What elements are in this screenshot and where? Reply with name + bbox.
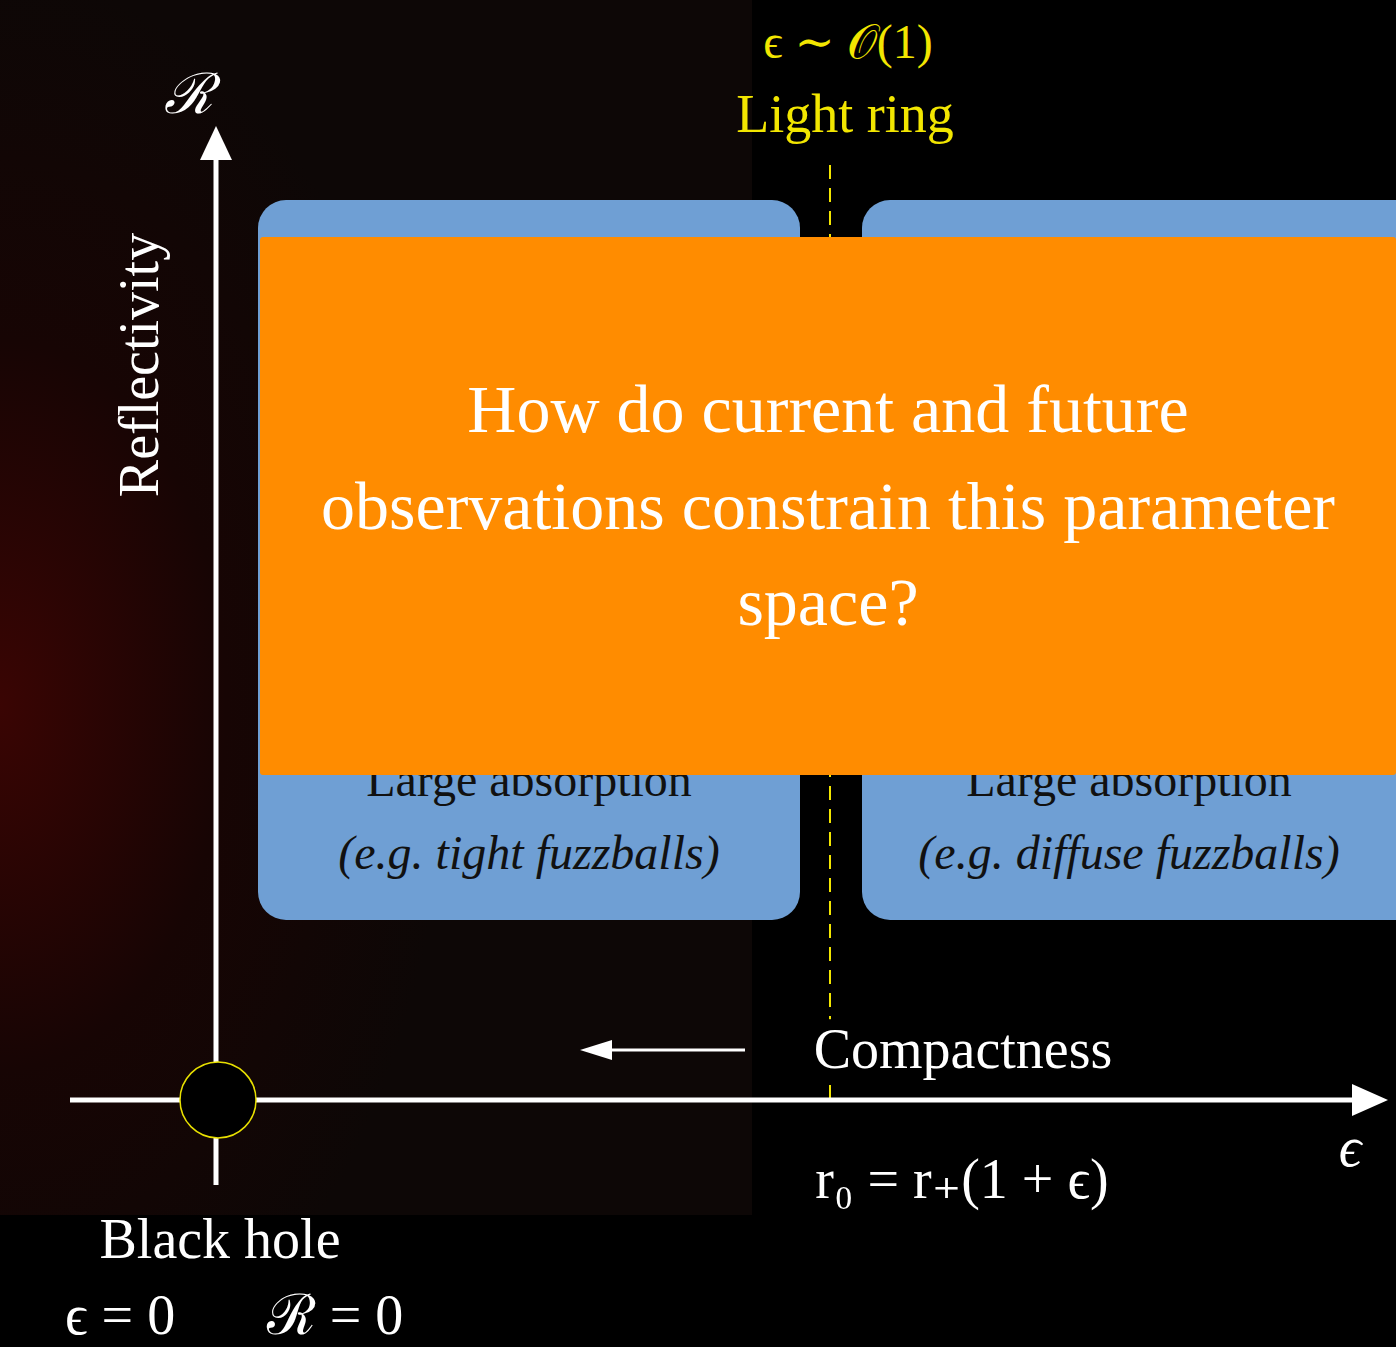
- light-ring-label: Light ring: [736, 85, 953, 144]
- order-label: ϵ ∼ 𝒪(1): [763, 16, 933, 69]
- box-example: (e.g. tight fuzzballs): [338, 825, 719, 880]
- x-axis-head: [1352, 1084, 1388, 1116]
- compactness-head: [580, 1040, 612, 1060]
- question-box: How do current and future observations c…: [260, 237, 1396, 775]
- axis-note: Compactness: [808, 1019, 1119, 1081]
- y-axis-head: [200, 126, 232, 160]
- axis-title: Reflectivity: [109, 233, 171, 497]
- compactness-arrow: [610, 1049, 745, 1052]
- black-hole-disc: [180, 1062, 256, 1138]
- axis-symbol: ϵ: [1339, 1117, 1362, 1179]
- origin-label: Black hole: [99, 1209, 340, 1271]
- origin-value: ℛ = 0: [267, 1285, 404, 1347]
- box-text: How do current and future observations c…: [298, 361, 1358, 651]
- x-axis: [70, 1098, 1355, 1103]
- y-axis: [214, 160, 219, 1185]
- radius-formula: r₀ = r₊(1 + ϵ): [815, 1149, 1109, 1211]
- box-example: (e.g. diffuse fuzzballs): [918, 825, 1339, 880]
- origin-value: ϵ = 0: [65, 1285, 175, 1347]
- axis-symbol: ℛ: [164, 64, 213, 126]
